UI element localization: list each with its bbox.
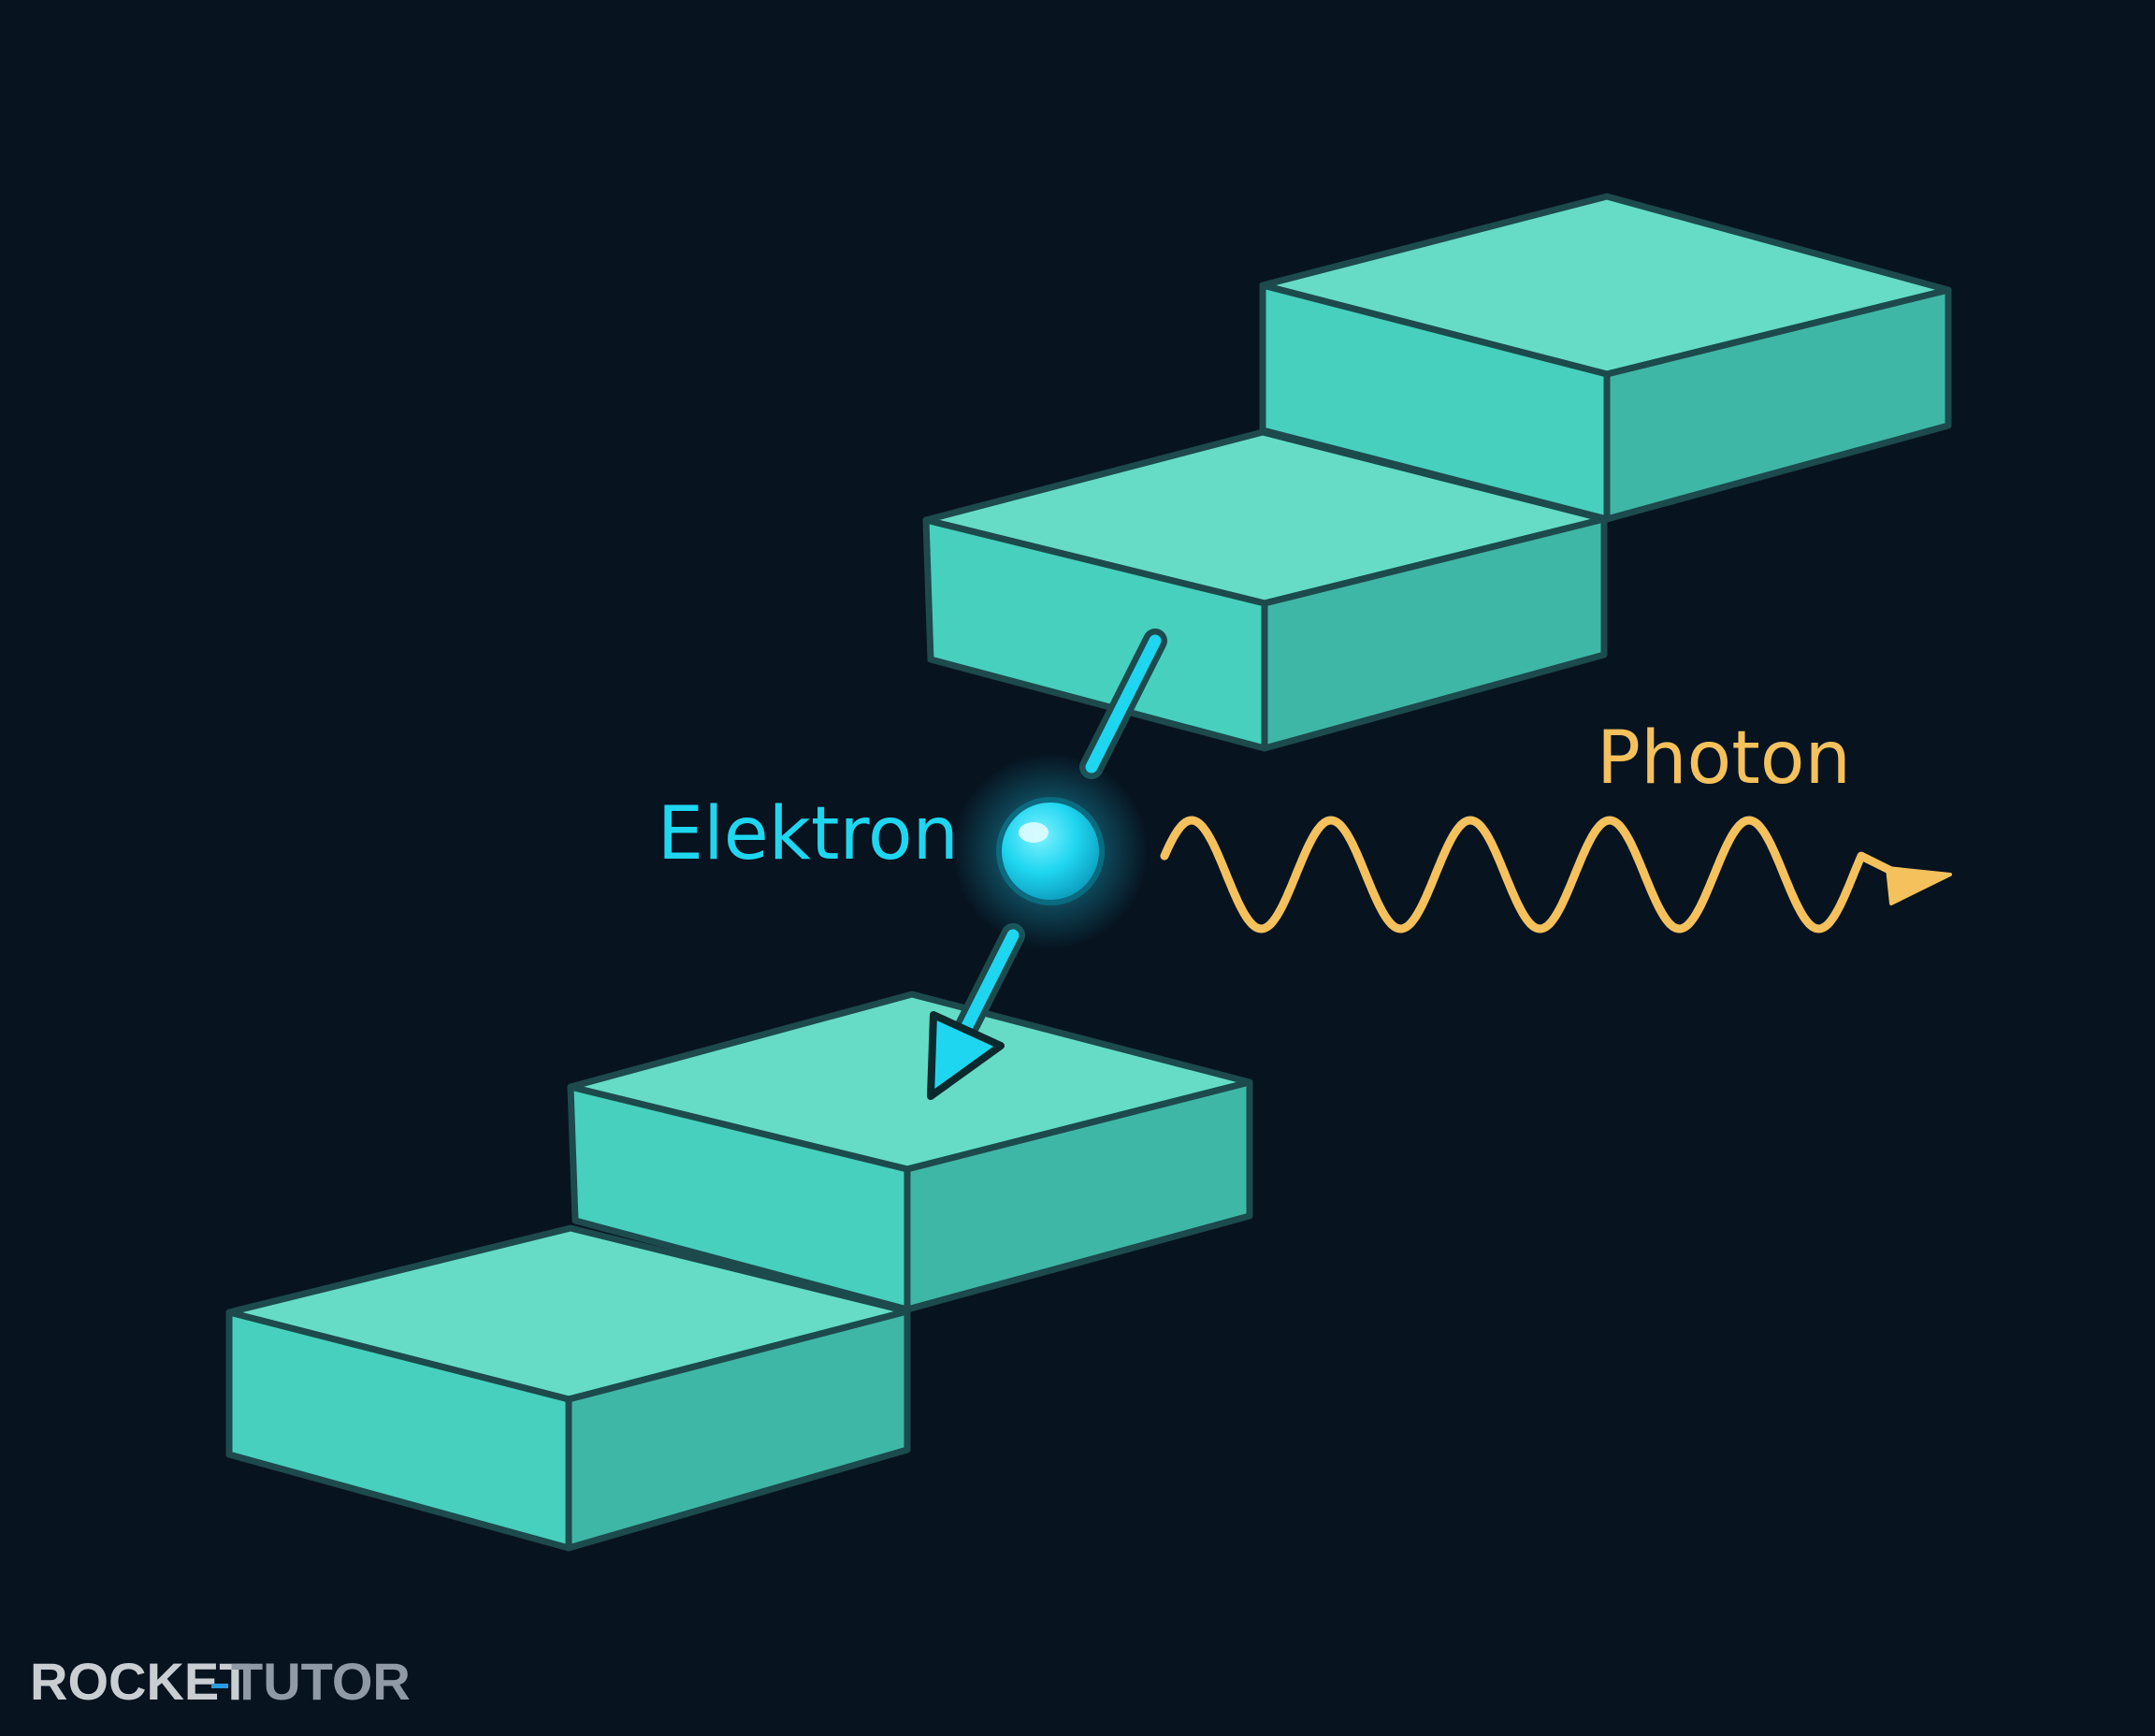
electron-sphere [996, 797, 1105, 905]
energy-level-1-block [225, 1224, 911, 1552]
lower-staircase [225, 991, 1253, 1552]
logo-text-right: TUTOR [231, 1652, 411, 1711]
energy-level-4-block [1259, 193, 1952, 523]
rocket-tutor-logo: ROCKET TUTOR [30, 1652, 411, 1711]
photon-label: Photon [1597, 716, 1851, 801]
photon-arrow-head [1886, 866, 1952, 905]
energy-level-3-block [922, 428, 1608, 752]
logo-accent [211, 1684, 228, 1688]
photon-wave [1160, 816, 1952, 933]
electron-highlight [1019, 822, 1049, 843]
photon-wave-line [1160, 816, 1903, 933]
upper-staircase [922, 193, 1952, 752]
electron [952, 753, 1149, 949]
electron-transition-arrow [927, 629, 1167, 1100]
logo-text-left: ROCKET [30, 1652, 251, 1711]
electron-label: Elektron [658, 792, 959, 876]
arrow-head [927, 1011, 1005, 1100]
